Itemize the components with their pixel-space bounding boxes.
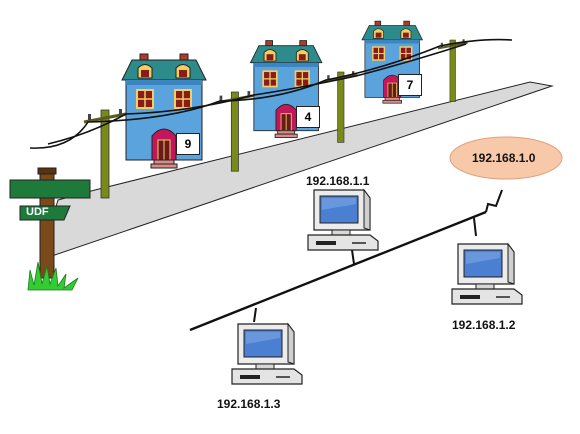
computer-3-ip-label: 192.168.1.3 <box>217 397 281 411</box>
computer-3-icon <box>231 323 303 385</box>
house-number-4: 4 <box>296 106 320 128</box>
network-address-label: 192.168.1.0 <box>472 151 536 165</box>
grass-icon <box>27 261 79 291</box>
house-number-7: 7 <box>398 74 422 96</box>
computer-2-ip-label: 192.168.1.2 <box>452 318 516 332</box>
street-sign-text: UDF <box>26 206 49 218</box>
power-lines <box>29 38 513 149</box>
house-number-9: 9 <box>176 133 200 155</box>
computer-2-icon <box>451 243 523 305</box>
computer-1-icon <box>307 189 379 251</box>
computer-1-ip-label: 192.168.1.1 <box>306 174 370 188</box>
street-sign <box>9 167 91 279</box>
network-bus <box>189 189 503 332</box>
network-address-cloud <box>449 136 563 180</box>
